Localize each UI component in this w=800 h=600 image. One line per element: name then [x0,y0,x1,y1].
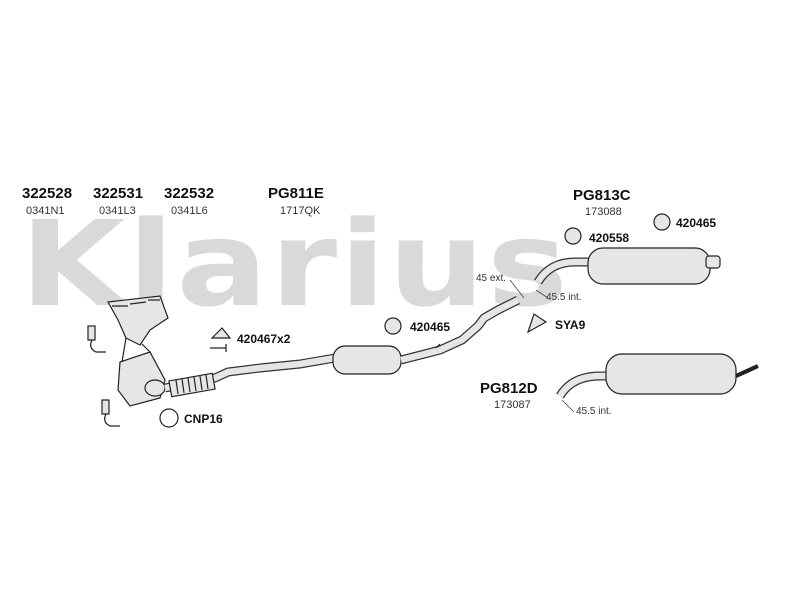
catalyst-ref-2: 0341L3 [99,205,136,217]
mount-pair-code: 420467x2 [237,332,291,346]
dim-int-lower: 45.5 int. [576,406,612,417]
catalyst-code-2: 322531 [93,185,144,202]
rubber-mount-icon [210,213,671,339]
clamp-front-code: CNP16 [184,412,223,426]
front-pipe-code: PG811E [268,185,324,202]
catalyst-ref-3: 0341L6 [171,205,208,217]
clamp-rear-code: 420558 [589,231,630,245]
dim-ext: 45 ext. [476,273,507,284]
rear-silencer-lower-icon [556,353,759,399]
catalytic-converter-icon [107,295,169,407]
clamp-icon [159,313,548,428]
front-pipe-icon [164,344,336,398]
front-pipe-ref: 1717QK [280,205,321,217]
rear-silencer-upper-icon [534,247,721,285]
oxygen-sensor-icon [87,325,120,427]
clamp-joint-code: SYA9 [555,318,586,332]
catalyst-ref-1: 0341N1 [26,205,65,217]
rear-upper-ref: 173088 [585,206,622,218]
centre-silencer-icon [332,295,521,375]
catalyst-code-1: 322528 [22,185,73,202]
mount-center-code: 420465 [410,320,451,334]
rear-lower-code: PG812D [480,380,538,397]
rear-lower-ref: 173087 [494,399,531,411]
rear-upper-code: PG813C [573,187,631,204]
dim-int-upper: 45.5 int. [546,292,582,303]
dimension-leader-icon [509,279,575,413]
mount-top-right-code: 420465 [676,216,717,230]
catalyst-code-3: 322532 [164,185,215,202]
